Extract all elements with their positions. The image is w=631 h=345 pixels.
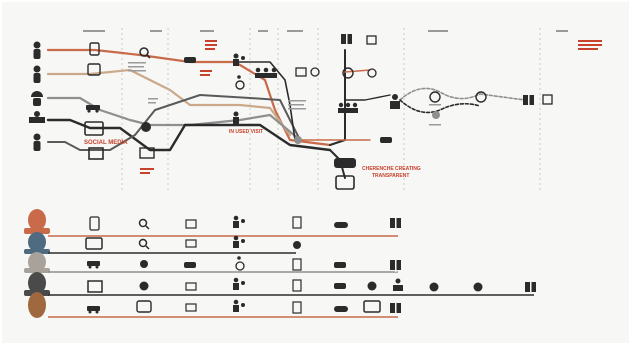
persona-icons	[29, 42, 45, 152]
persona-lanes	[24, 209, 536, 318]
car-icon	[86, 105, 100, 113]
monitor-icon	[186, 304, 196, 311]
head-icon	[140, 282, 149, 291]
person-icon	[34, 66, 41, 84]
phone-icon	[380, 137, 392, 143]
dot-icon	[474, 283, 483, 292]
people-icon	[233, 112, 239, 125]
gift-icon	[341, 32, 352, 46]
circle-icon	[311, 68, 319, 76]
phone-icon	[184, 262, 196, 268]
search-icon	[140, 220, 150, 230]
in-used-visit-label: IN USED VISIT	[229, 129, 263, 135]
pill-icon	[334, 306, 348, 312]
person-icon	[34, 134, 41, 152]
monitor-icon	[186, 240, 196, 247]
speech-icon	[137, 301, 151, 312]
clipboard-icon	[293, 302, 301, 313]
car-icon	[87, 261, 100, 269]
search-icon	[140, 240, 150, 250]
head-icon	[140, 260, 148, 268]
tablet-icon	[90, 217, 99, 230]
phase-header-marks	[83, 30, 568, 32]
phase-dividers	[122, 28, 540, 190]
small-red-notes	[140, 40, 602, 174]
circle-icon	[368, 282, 377, 291]
person-icon	[34, 42, 41, 60]
clipboard-icon	[293, 217, 301, 228]
screen-icon	[364, 301, 380, 312]
group-icon	[338, 103, 358, 113]
dot-icon	[430, 283, 439, 292]
social-media-label: SOCIAL MEDIA	[84, 140, 128, 146]
gift-icon	[390, 301, 401, 315]
people-icon	[233, 54, 245, 67]
tv-icon	[88, 281, 102, 292]
circle-icon	[432, 111, 440, 119]
gift-icon	[523, 93, 534, 107]
people-icon	[233, 300, 245, 312]
journey-lines	[48, 50, 525, 178]
gift-icon	[390, 258, 401, 272]
clipboard-icon	[293, 259, 301, 270]
tree-icon	[393, 279, 403, 292]
circle-icon	[430, 92, 440, 102]
worker-icon	[29, 111, 45, 123]
worker-icon	[390, 94, 400, 109]
car-icon	[87, 306, 100, 314]
helmet-person-icon	[31, 91, 43, 106]
group-icon	[255, 68, 277, 78]
phone-icon	[184, 57, 196, 63]
circle-icon	[293, 241, 301, 249]
gift-icon	[390, 216, 401, 230]
monitor-icon	[296, 68, 306, 76]
head-icon	[141, 122, 151, 132]
gift-icon	[525, 280, 536, 294]
avatar-stack	[24, 209, 50, 318]
clipboard-icon	[293, 280, 301, 291]
pill-icon	[334, 222, 348, 228]
phone-icon	[334, 262, 346, 268]
people-icon	[233, 236, 245, 248]
monitor-icon	[367, 36, 376, 44]
monitor-icon	[543, 95, 552, 104]
wheelchair-icon	[236, 256, 244, 270]
monitor-icon	[186, 283, 196, 290]
monitor-icon	[186, 220, 196, 228]
wheelchair-icon	[236, 75, 244, 89]
screen-icon	[86, 238, 102, 249]
search-icon	[140, 48, 150, 58]
screen-icon	[334, 158, 356, 189]
people-icon	[233, 278, 245, 290]
circle-icon	[294, 136, 302, 144]
circle-icon	[368, 69, 376, 77]
phone-icon	[334, 283, 346, 289]
people-icon	[233, 216, 245, 228]
